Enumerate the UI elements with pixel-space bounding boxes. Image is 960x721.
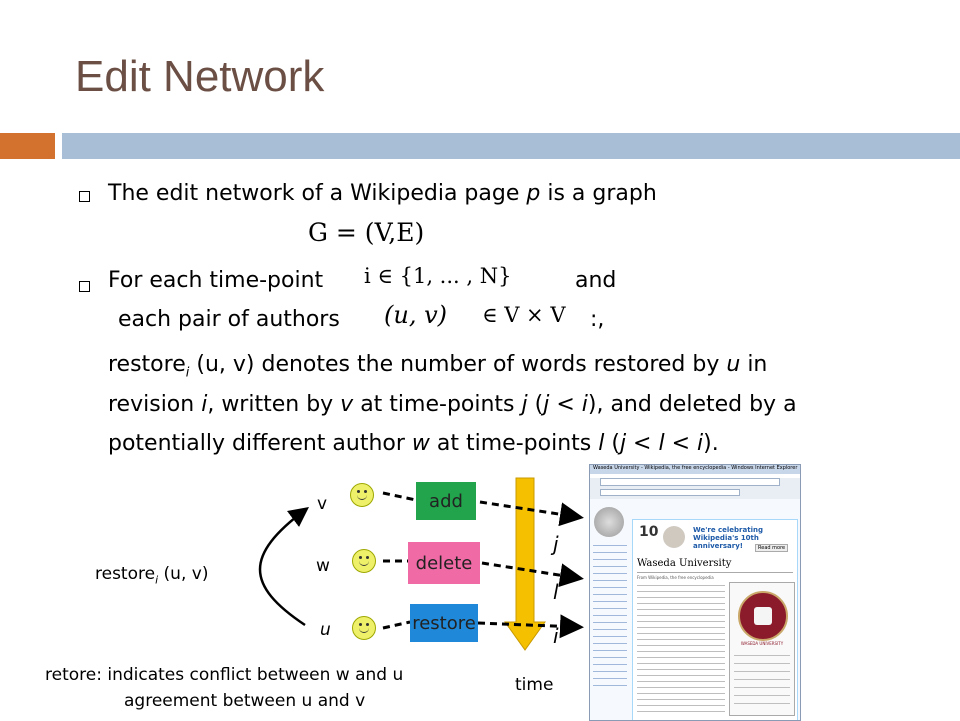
author-w: w bbox=[316, 556, 330, 576]
var-v: v bbox=[340, 392, 354, 417]
dash-restore-page bbox=[477, 614, 584, 639]
author-v: v bbox=[317, 494, 328, 514]
text-span: ), and deleted by a bbox=[587, 392, 797, 417]
action-restore-box: restore bbox=[410, 604, 478, 642]
bullet-1-text: The edit network of a Wikipedia page p i… bbox=[108, 180, 657, 208]
wikipedia-screenshot: Waseda University - Wikipedia, the free … bbox=[589, 464, 801, 721]
text-span: (u, v) bbox=[158, 564, 209, 584]
time-label-l: l bbox=[553, 580, 559, 604]
smiley-u-icon bbox=[352, 616, 376, 640]
dash-add-page bbox=[479, 500, 584, 527]
bullet-2-colon: :, bbox=[590, 307, 605, 332]
sidebar-links bbox=[593, 541, 627, 691]
author-u: u bbox=[320, 620, 331, 640]
text-span: at time-points bbox=[353, 392, 522, 417]
smiley-w-icon bbox=[352, 549, 376, 573]
infobox-rows bbox=[734, 651, 790, 711]
var-l: l bbox=[598, 431, 605, 456]
text-span: ). bbox=[703, 431, 719, 456]
anniversary-banner: 10 We're celebrating Wikipedia's 10th an… bbox=[637, 524, 793, 554]
var-j-lt-i: j < i bbox=[543, 392, 588, 417]
time-axis-label: time bbox=[515, 675, 554, 695]
text-span: ( bbox=[604, 431, 620, 456]
bullet-icon bbox=[79, 281, 90, 292]
infobox: WASEDA UNIVERSITY bbox=[729, 582, 795, 716]
header-bar-accent bbox=[0, 133, 55, 159]
action-add-box: add bbox=[416, 482, 476, 520]
subscript: i bbox=[155, 573, 159, 587]
var-j-lt-l-lt-i: j < l < i bbox=[619, 431, 704, 456]
bullet-2-and: and bbox=[575, 268, 617, 293]
text-span: (u, v) bbox=[189, 352, 262, 377]
article-text-lines bbox=[637, 582, 725, 712]
formula-set: ∈ V × V bbox=[482, 303, 566, 327]
text-span: is a graph bbox=[540, 181, 657, 206]
banner-number: 10 bbox=[639, 524, 659, 540]
waseda-seal-icon bbox=[738, 591, 788, 641]
text-span: , written by bbox=[207, 392, 341, 417]
puzzle-globe-icon bbox=[663, 526, 685, 548]
var-w: w bbox=[411, 431, 430, 456]
search-bar bbox=[600, 489, 740, 496]
formula-graph: G = (V,E) bbox=[308, 218, 425, 247]
text-span: revision bbox=[108, 392, 202, 417]
bullet-2-line2: each pair of authors bbox=[118, 307, 340, 332]
slide-title: Edit Network bbox=[75, 52, 325, 101]
header-bar bbox=[62, 133, 960, 159]
note-agreement: agreement between u and v bbox=[124, 691, 366, 711]
text-span: denotes the number of words restored by bbox=[261, 352, 727, 377]
var-u: u bbox=[726, 352, 741, 377]
smiley-v-icon bbox=[350, 483, 374, 507]
subscript: i bbox=[185, 365, 190, 381]
formula-pair: (u, v) bbox=[384, 301, 447, 329]
text-span: at time-points bbox=[429, 431, 599, 456]
restore-bracket-arrow bbox=[258, 506, 309, 627]
text-span: potentially different author bbox=[108, 431, 412, 456]
action-delete-box: delete bbox=[408, 542, 480, 584]
text-span: The edit network of a Wikipedia page bbox=[108, 181, 527, 206]
restore-label: restorei (u, v) bbox=[95, 564, 208, 586]
bullet-2-line1: For each time-point bbox=[108, 268, 324, 293]
dash-delete-page bbox=[481, 561, 584, 588]
definition-line-2: revision i, written by v at time-points … bbox=[108, 391, 797, 419]
time-label-j: j bbox=[553, 532, 559, 556]
address-bar bbox=[600, 478, 780, 486]
var-j: j bbox=[521, 392, 528, 417]
note-conflict: retore: indicates conflict between w and… bbox=[45, 665, 404, 685]
banner-read-more: Read more bbox=[755, 544, 789, 552]
bullet-icon bbox=[79, 191, 90, 202]
title-rule bbox=[637, 572, 793, 573]
article-subtitle: From Wikipedia, the free encyclopedia bbox=[637, 575, 714, 580]
banner-text: We're celebrating Wikipedia's 10th anniv… bbox=[693, 526, 763, 550]
seal-text: WASEDA UNIVERSITY bbox=[740, 641, 784, 646]
dash-u-restore bbox=[382, 620, 411, 630]
text-span: restore bbox=[108, 352, 186, 377]
text-span: restore bbox=[95, 564, 156, 584]
time-label-i: i bbox=[553, 624, 559, 648]
definition-line-1: restorei (u, v) denotes the number of wo… bbox=[108, 351, 767, 387]
page-body: 10 We're celebrating Wikipedia's 10th an… bbox=[590, 499, 800, 720]
article-content: 10 We're celebrating Wikipedia's 10th an… bbox=[632, 519, 798, 720]
text-span: in bbox=[740, 352, 768, 377]
var-p: p bbox=[526, 181, 541, 206]
article-title: Waseda University bbox=[637, 558, 732, 569]
dash-v-add bbox=[382, 491, 417, 502]
formula-timepoint: i ∈ {1, ... , N} bbox=[364, 264, 512, 288]
text-span: ( bbox=[527, 392, 544, 417]
time-arrow bbox=[504, 477, 546, 651]
window-title: Waseda University - Wikipedia, the free … bbox=[590, 465, 800, 474]
var-i: i bbox=[201, 392, 208, 417]
seal-shield-icon bbox=[754, 607, 772, 625]
wikipedia-globe-icon bbox=[594, 507, 624, 537]
definition-line-3: potentially different author w at time-p… bbox=[108, 430, 719, 458]
